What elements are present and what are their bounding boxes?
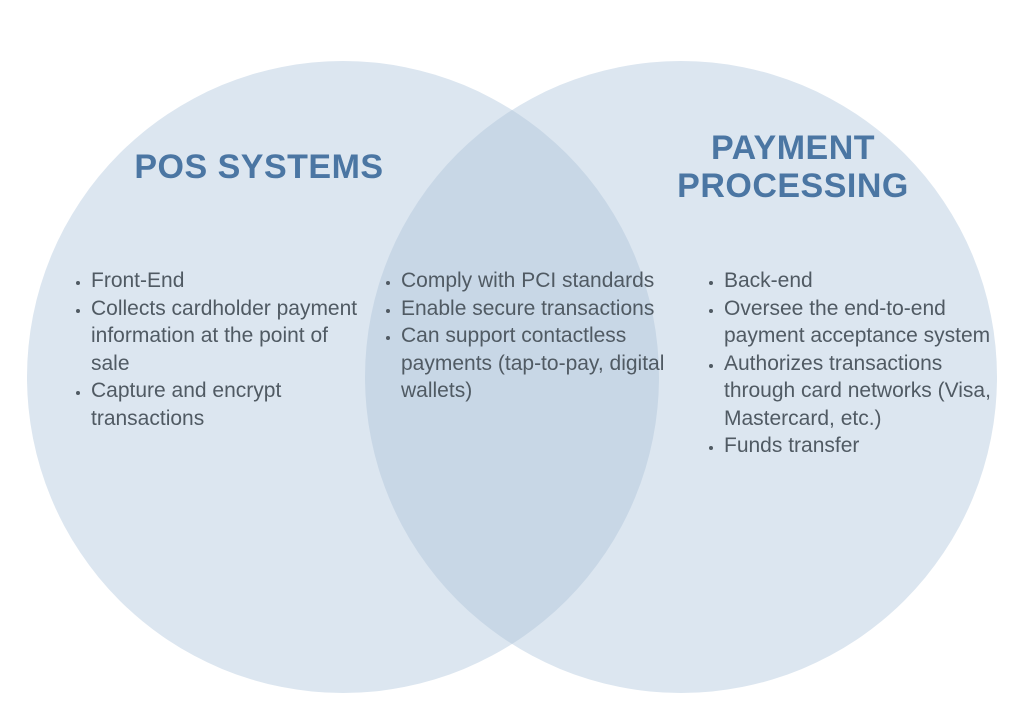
overlap-list: Comply with PCI standards Enable secure … [381,267,686,405]
left-circle-title: POS SYSTEMS [134,148,384,186]
list-item: Funds transfer [724,432,999,460]
right-title-line-1: PAYMENT [710,129,876,167]
list-item: Back-end [724,267,999,295]
list-item: Comply with PCI standards [401,267,686,295]
right-title-line-2: PROCESSING [677,167,909,205]
right-circle-list: Back-end Oversee the end-to-end payment … [704,267,999,460]
overlap-region [365,61,659,693]
list-item: Front-End [91,267,361,295]
list-item: Authorizes transactions through card net… [724,350,999,433]
list-item: Capture and encrypt transactions [91,377,361,432]
list-item: Can support contactless payments (tap-to… [401,322,686,405]
left-circle-list: Front-End Collects cardholder payment in… [71,267,361,432]
list-item: Enable secure transactions [401,295,686,323]
right-circle-title: PAYMENT PROCESSING [638,129,948,205]
list-item: Collects cardholder payment information … [91,295,361,378]
list-item: Oversee the end-to-end payment acceptanc… [724,295,999,350]
